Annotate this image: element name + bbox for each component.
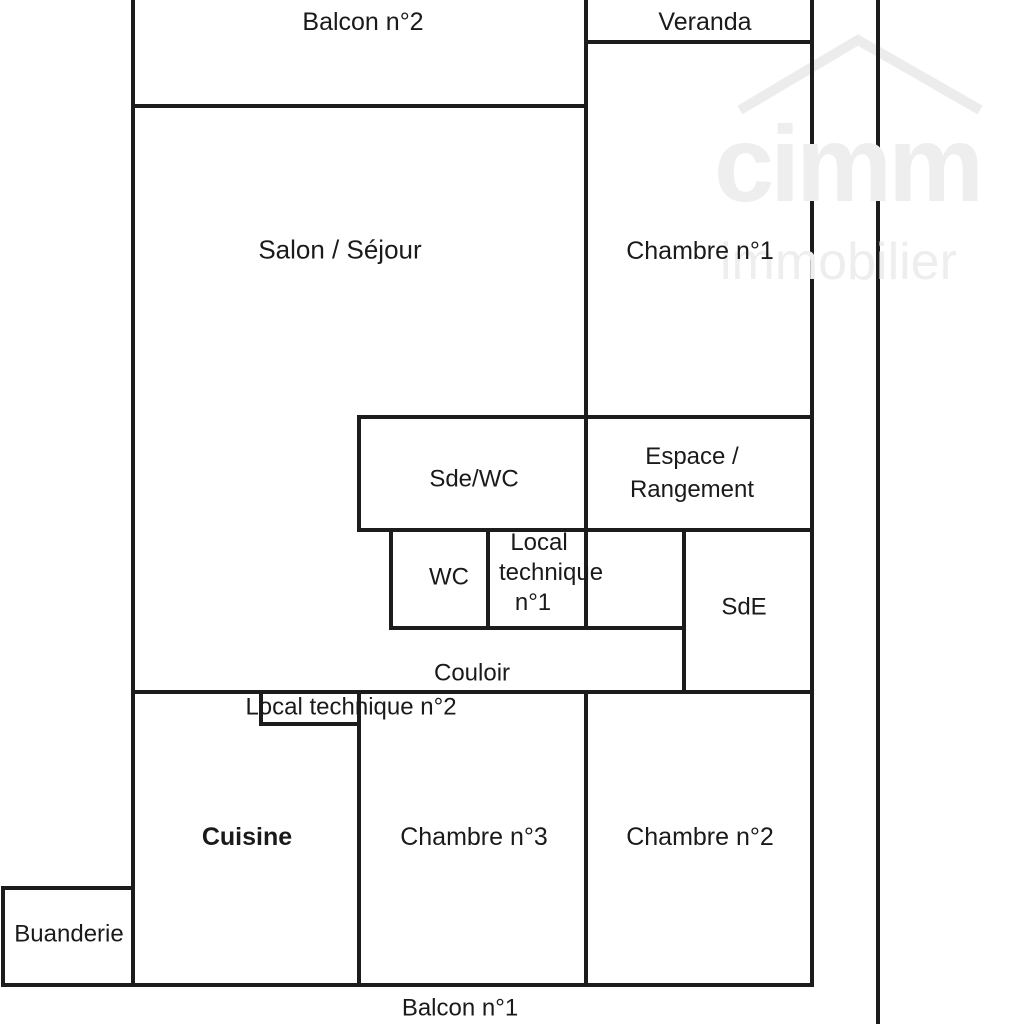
room-salon-sejour: Salon / Séjour — [258, 234, 422, 265]
room-local-technique-2: Local technique n°2 — [245, 693, 457, 721]
room-balcon-1: Balcon n°1 — [401, 994, 519, 1022]
room-balcon-2: Balcon n°2 — [302, 8, 424, 36]
room-couloir: Couloir — [433, 659, 511, 687]
watermark-house-icon — [737, 34, 983, 115]
room-espace-rangement: Espace / Rangement — [630, 443, 754, 505]
room-local-technique-1: Local technique n°1 — [499, 528, 603, 618]
room-chambre-1: Chambre n°1 — [626, 237, 774, 265]
room-cuisine: Cuisine — [201, 823, 293, 851]
local1-label-line3: n°1 — [514, 589, 552, 616]
room-chambre-3: Chambre n°3 — [400, 823, 548, 851]
room-sde: SdE — [721, 593, 767, 621]
local1-label-line1: Local — [510, 529, 568, 556]
room-wc: WC — [429, 563, 469, 591]
local1-label-line2: technique — [498, 559, 604, 586]
room-veranda: Veranda — [658, 8, 752, 36]
espace-label-line2: Rangement — [629, 476, 755, 503]
walls — [1, 0, 880, 1024]
room-buanderie: Buanderie — [14, 920, 124, 948]
room-chambre-2: Chambre n°2 — [626, 823, 774, 851]
room-sde-wc: Sde/WC — [429, 465, 519, 493]
espace-label-line1: Espace / — [645, 443, 739, 471]
